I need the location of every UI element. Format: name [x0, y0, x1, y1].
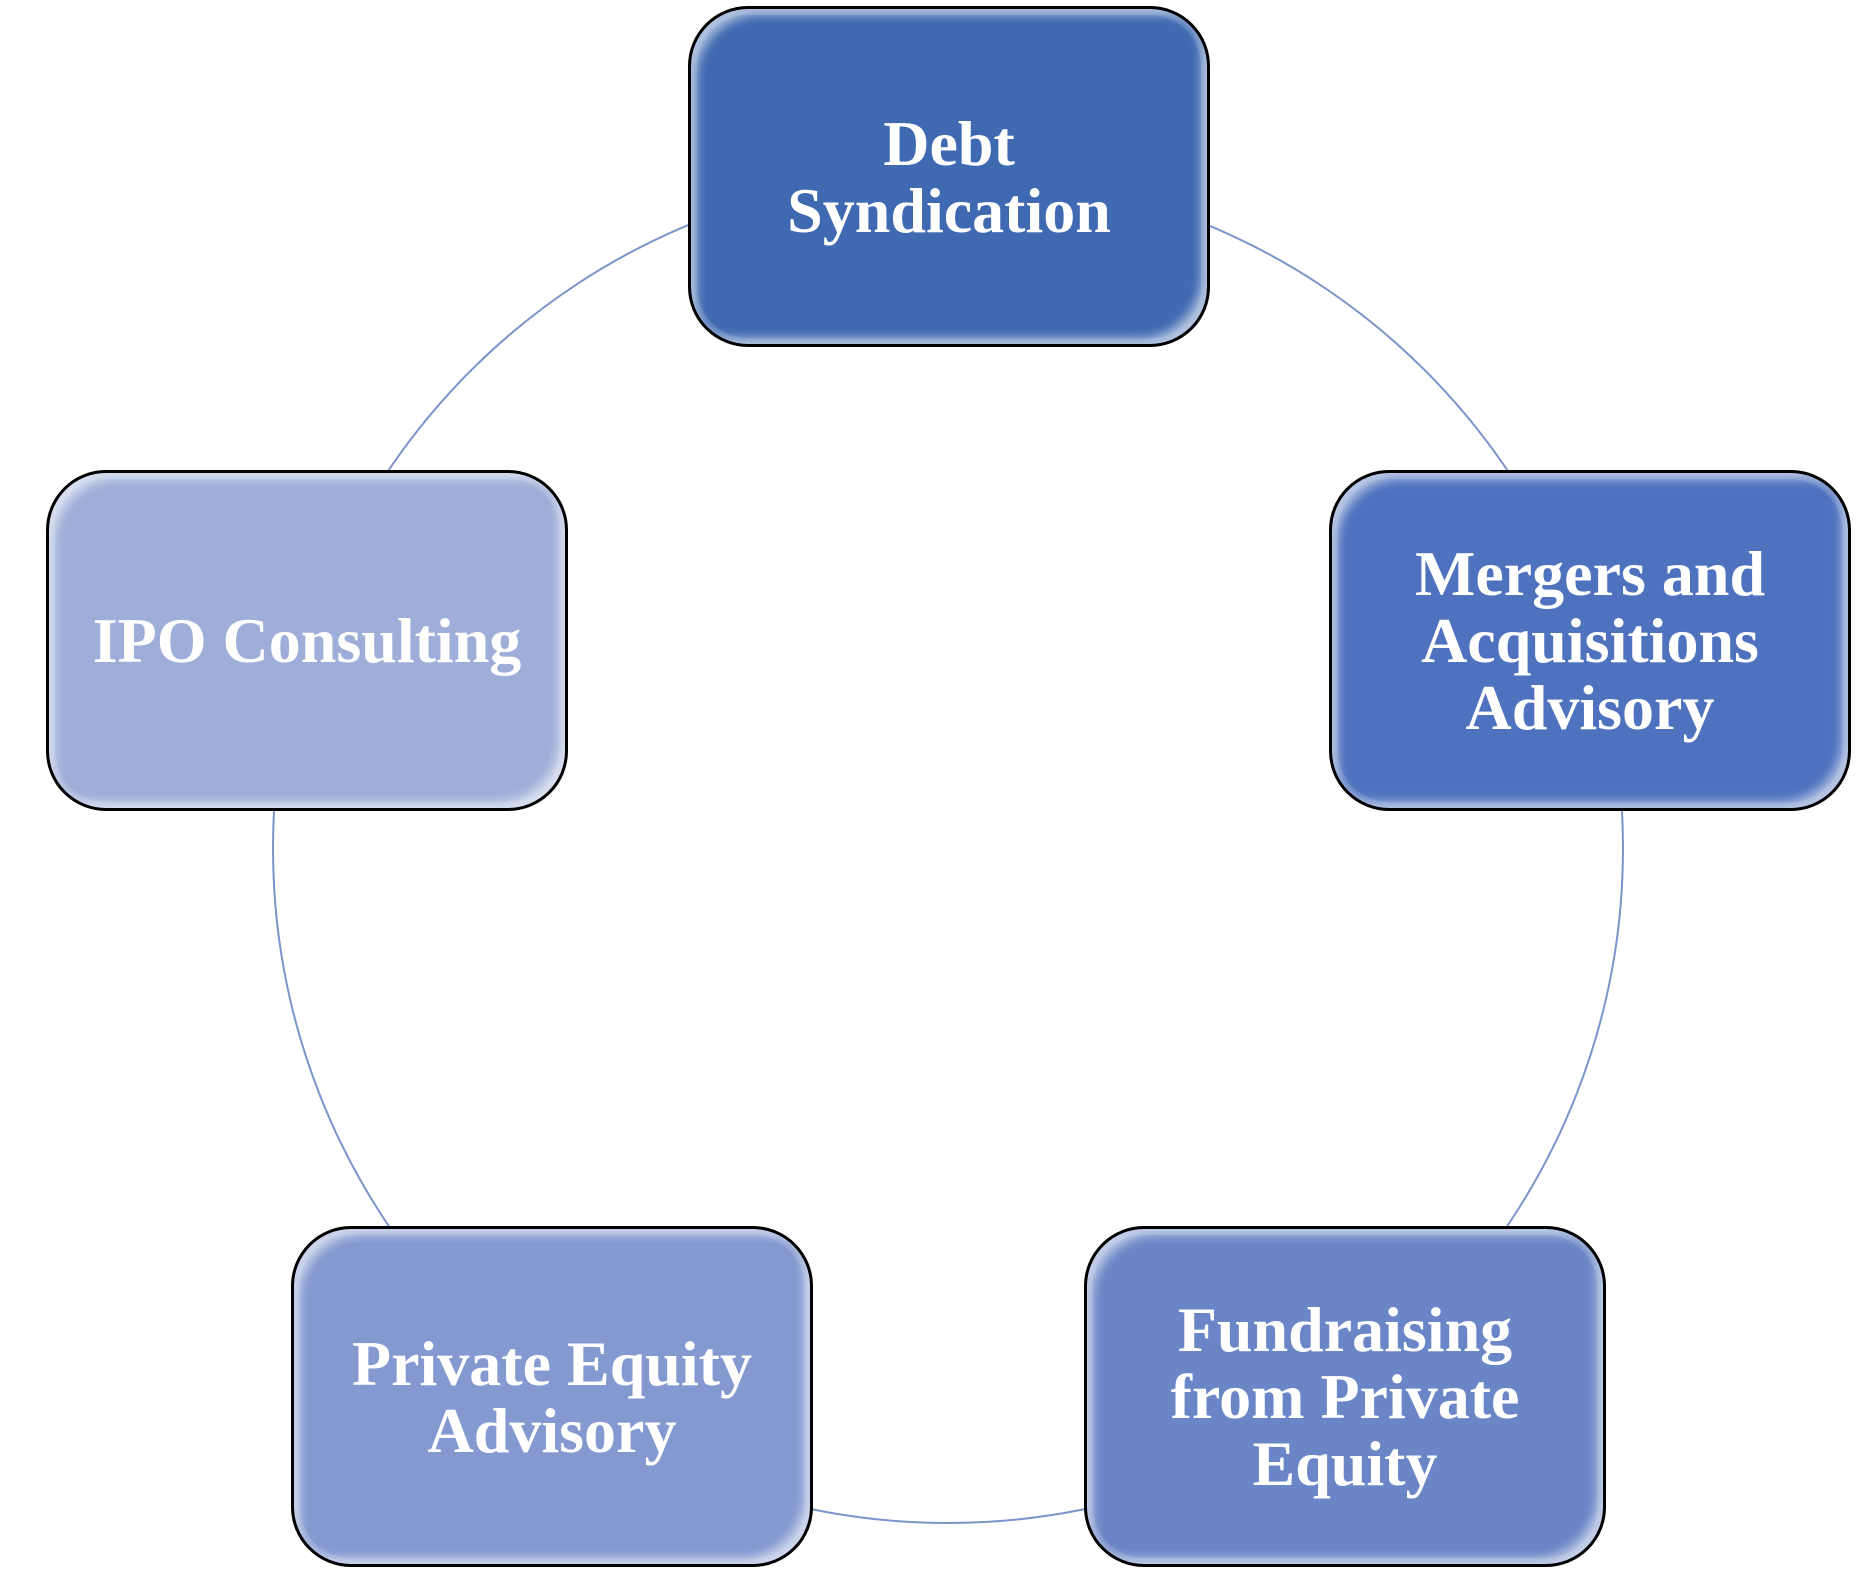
node-fundraising-label: Fundraising from Private Equity — [1170, 1294, 1520, 1499]
node-mergers-acquisitions: Mergers and Acquisitions Advisory — [1329, 470, 1851, 811]
node-ipo-consulting: IPO Consulting — [46, 470, 568, 811]
node-private-equity-advisory: Private Equity Advisory — [291, 1226, 813, 1567]
node-debt-syndication: Debt Syndication — [688, 6, 1210, 347]
node-fundraising: Fundraising from Private Equity — [1084, 1226, 1606, 1567]
node-mergers-acquisitions-label: Mergers and Acquisitions Advisory — [1414, 538, 1766, 743]
node-ipo-consulting-label: IPO Consulting — [92, 605, 522, 676]
node-debt-syndication-label: Debt Syndication — [787, 107, 1111, 246]
node-private-equity-advisory-label: Private Equity Advisory — [352, 1327, 752, 1466]
